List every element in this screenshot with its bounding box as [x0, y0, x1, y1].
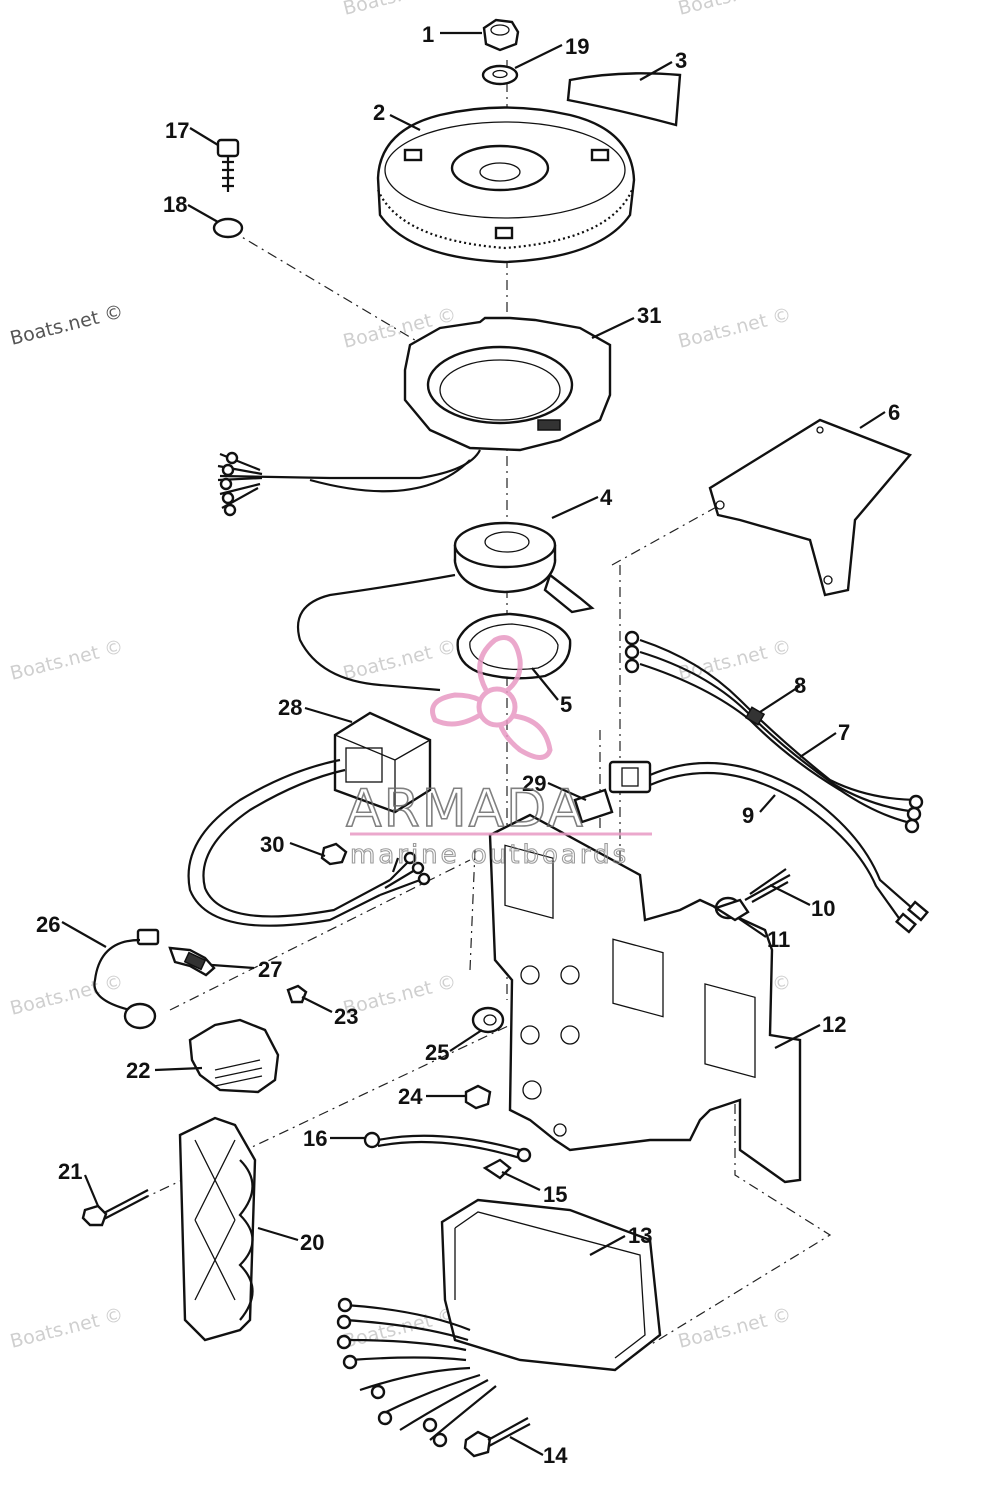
clip-part [573, 788, 614, 824]
callout-label-6: 6 [888, 400, 900, 425]
washer-part [212, 217, 244, 239]
flywheel-part [376, 106, 636, 264]
callout-label-14: 14 [543, 1443, 568, 1468]
watermark: Boats.net © [341, 635, 459, 684]
callout-label-30: 30 [260, 832, 284, 857]
wire-harness-part [624, 630, 924, 834]
watermark: Boats.net © [676, 303, 794, 352]
callout-label-10: 10 [811, 896, 835, 921]
callout-label-16: 16 [303, 1126, 327, 1151]
propeller-icon [430, 635, 553, 760]
callout-label-27: 27 [258, 957, 282, 982]
nut-part [482, 18, 520, 52]
callout-label-20: 20 [300, 1230, 324, 1255]
callout-label-25: 25 [425, 1040, 449, 1065]
screw-part [482, 1158, 512, 1180]
callout-label-22: 22 [126, 1058, 150, 1083]
spark-plug-lead-part [93, 928, 160, 1030]
callout-label-17: 17 [165, 118, 189, 143]
screw-part [463, 1417, 531, 1458]
watermark: Boats.net © [676, 1303, 794, 1352]
watermark: Boats.net © [676, 0, 794, 20]
watermark: Boats.net © [8, 1303, 126, 1352]
screw-part [216, 138, 240, 192]
decal-part [566, 72, 682, 127]
callout-label-15: 15 [543, 1182, 567, 1207]
callout-label-21: 21 [58, 1159, 82, 1184]
nut-part [464, 1084, 492, 1110]
callout-label-28: 28 [278, 695, 302, 720]
watermark: Boats.net © [341, 970, 459, 1019]
grommet-part [471, 1006, 505, 1034]
bolt-part [744, 868, 791, 903]
stator-part [217, 316, 612, 517]
brand-name: ARMADA [346, 779, 585, 839]
screw-part [320, 842, 348, 866]
ignition-coil-part [188, 1018, 280, 1094]
callout-labels: 1 19 3 2 17 18 31 6 4 8 7 5 28 29 9 30 1… [36, 22, 900, 1468]
callout-label-24: 24 [398, 1084, 423, 1109]
watermark: Boats.net © [8, 635, 126, 684]
callout-label-12: 12 [822, 1012, 846, 1037]
callout-label-26: 26 [36, 912, 60, 937]
callout-label-23: 23 [334, 1004, 358, 1029]
washer-part [481, 64, 519, 86]
trigger-coil-part [296, 521, 595, 692]
watermark: Boats.net © [8, 300, 126, 349]
callout-label-11: 11 [767, 927, 790, 952]
nut-part [286, 984, 308, 1004]
watermark: Boats.net © [8, 970, 126, 1019]
rectifier-part [187, 711, 432, 927]
watermark: Boats.net © [676, 635, 794, 684]
callout-label-7: 7 [838, 720, 850, 745]
callout-label-4: 4 [600, 485, 613, 510]
callout-label-13: 13 [628, 1223, 652, 1248]
coil-bracket-part [178, 1116, 257, 1342]
ground-strap-part [363, 1131, 532, 1163]
callout-label-19: 19 [565, 34, 589, 59]
callout-label-1: 1 [422, 22, 434, 47]
callout-label-29: 29 [522, 771, 546, 796]
brand-logo: ARMADA marine outboards [345, 635, 652, 871]
watermark: Boats.net © [341, 0, 459, 20]
switch-box-part [336, 1198, 662, 1448]
spacer-part [713, 896, 750, 922]
connector-wire-part [608, 760, 930, 934]
callout-label-9: 9 [742, 803, 754, 828]
callout-label-3: 3 [675, 48, 687, 73]
callout-label-2: 2 [373, 100, 385, 125]
spark-plug-part [168, 946, 216, 977]
brand-tagline: marine outboards [350, 840, 629, 870]
callout-label-5: 5 [560, 692, 572, 717]
leader-lines [61, 31, 886, 1456]
bracket-part [708, 418, 913, 597]
callout-label-31: 31 [637, 303, 661, 328]
callout-label-18: 18 [163, 192, 187, 217]
callout-label-8: 8 [794, 673, 806, 698]
mounting-plate-part [488, 813, 802, 1184]
